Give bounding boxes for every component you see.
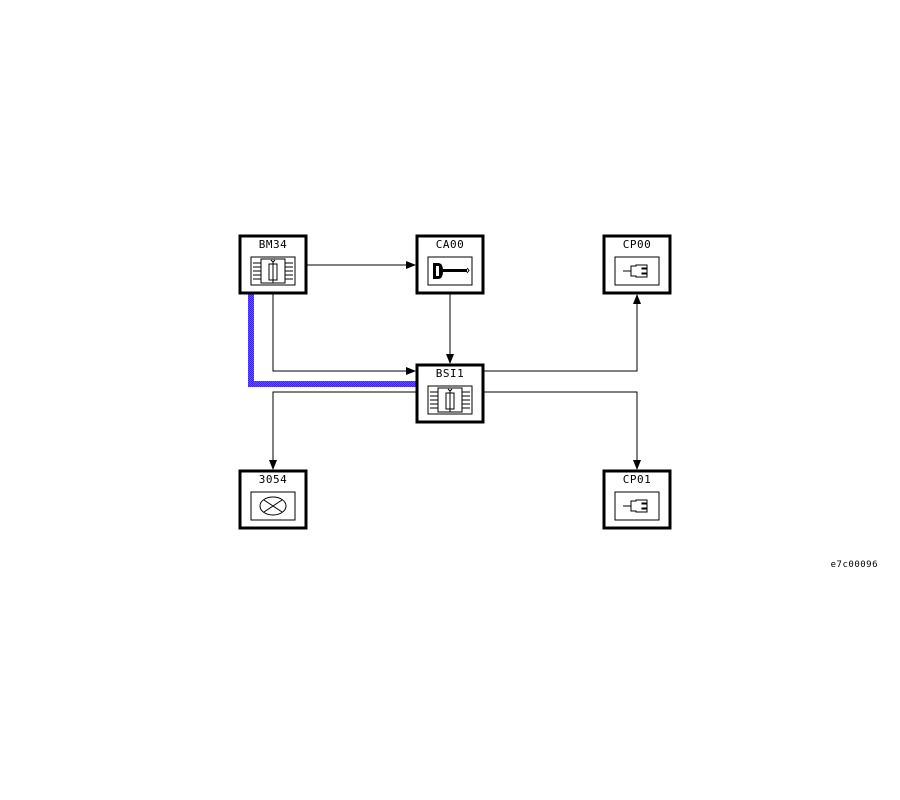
connector-plug-icon	[614, 256, 660, 286]
node-label: CP01	[623, 473, 652, 486]
reference-code: e7c00096	[831, 560, 878, 570]
connection-bm34-bsi1[interactable]	[272, 293, 416, 375]
node-ca00[interactable]: CA00	[415, 234, 485, 295]
ecu-module-icon	[250, 256, 296, 286]
node-bm34[interactable]: BM34	[238, 234, 308, 295]
node-bsi1[interactable]: BSI1	[415, 363, 485, 424]
connections	[248, 261, 641, 470]
connection-bsi1-3054[interactable]	[269, 391, 416, 470]
node-label: BM34	[259, 238, 288, 251]
node-label: BSI1	[436, 367, 465, 380]
ignition-key-icon	[427, 256, 473, 286]
node-label: 3054	[259, 473, 288, 486]
node-label: CA00	[436, 238, 465, 251]
connector-plug-icon	[614, 491, 660, 521]
node-label: CP00	[623, 238, 652, 251]
node-cp00[interactable]: CP00	[602, 234, 672, 295]
connection-bsi1-cp00[interactable]	[483, 294, 641, 372]
lamp-icon	[250, 491, 296, 521]
connection-bsi1-cp01[interactable]	[483, 391, 641, 470]
connection-bm34-bsi1-highlighted[interactable]	[248, 293, 416, 387]
node-3054[interactable]: 3054	[238, 469, 308, 530]
ecu-module-icon	[427, 385, 473, 415]
node-cp01[interactable]: CP01	[602, 469, 672, 530]
